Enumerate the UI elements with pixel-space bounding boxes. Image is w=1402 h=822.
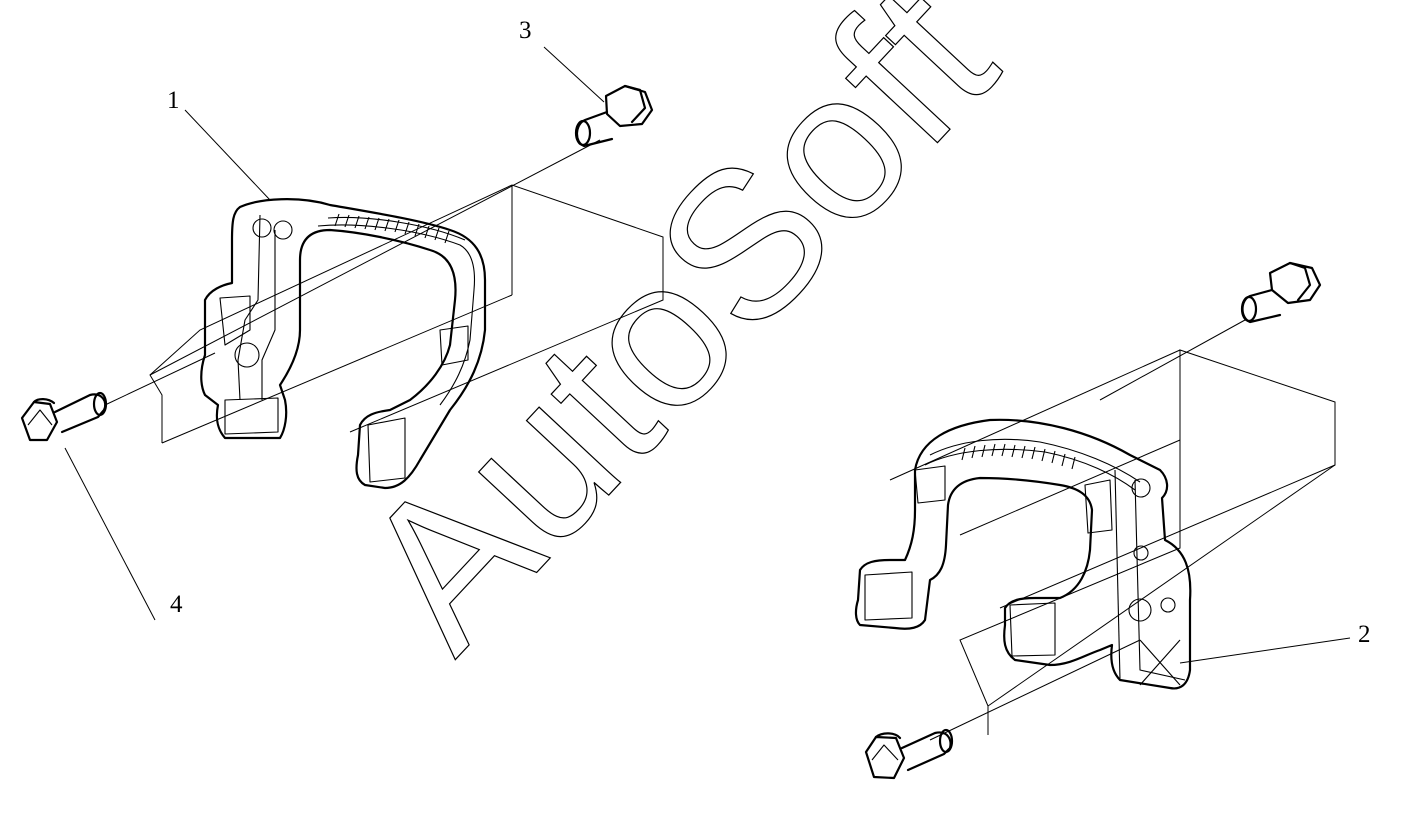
bolt-right-bottom: [864, 728, 954, 780]
leader-line-2: [1179, 637, 1351, 664]
callout-2: 2: [1179, 621, 1371, 664]
leader-line-3: [543, 46, 605, 103]
bolt-right-top: [1240, 261, 1322, 324]
left-assembly: [20, 84, 664, 490]
callout-label-4: 4: [170, 591, 183, 618]
callout-3: 3: [519, 17, 605, 103]
bracket-left: [200, 198, 487, 490]
bolt-3: [574, 84, 654, 148]
leader-line-1: [184, 109, 271, 201]
leader-line-4: [64, 447, 156, 621]
callout-label-3: 3: [519, 17, 532, 44]
bolt-4: [20, 391, 108, 442]
callout-4: 4: [64, 447, 183, 621]
callout-label-1: 1: [167, 87, 180, 114]
callout-1: 1: [167, 87, 271, 201]
right-assembly: [854, 261, 1336, 780]
bracket-right: [854, 418, 1192, 690]
callout-label-2: 2: [1358, 621, 1371, 648]
